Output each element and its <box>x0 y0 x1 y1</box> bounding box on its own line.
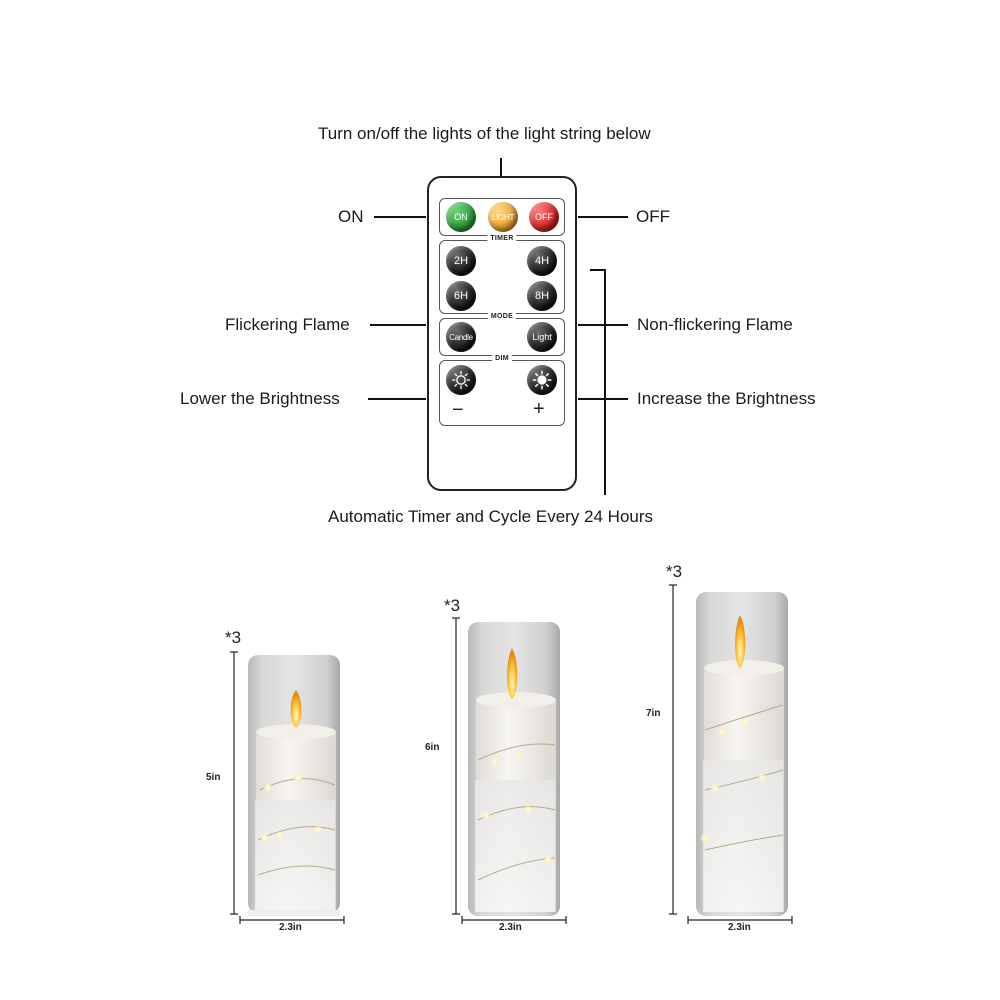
bottom-label: Automatic Timer and Cycle Every 24 Hours <box>328 507 654 526</box>
minus-sign: − <box>452 399 464 421</box>
sun-outline-icon <box>451 370 471 390</box>
candle-small-height: 5in <box>206 772 221 783</box>
timer-leader-h <box>590 269 605 271</box>
off-label: OFF <box>636 207 670 226</box>
plus-sign: + <box>533 398 545 420</box>
off-button[interactable]: OFF <box>529 202 559 232</box>
on-button[interactable]: ON <box>446 202 476 232</box>
sun-filled-icon <box>532 370 552 390</box>
dim-group: DIM − <box>439 355 565 426</box>
dim-down-button[interactable] <box>446 365 476 395</box>
light-mode-button[interactable]: Light <box>527 322 557 352</box>
nonflicker-leader-line <box>578 324 628 326</box>
candle-medium <box>468 622 560 916</box>
candle-large <box>696 592 788 916</box>
top-leader-line <box>500 158 502 178</box>
candle-medium-height: 6in <box>425 742 440 753</box>
candle-large-qty: *3 <box>666 562 683 581</box>
nonflicker-label: Non-flickering Flame <box>637 315 793 334</box>
timer-2h-button[interactable]: 2H <box>446 246 476 276</box>
flicker-label: Flickering Flame <box>225 315 350 334</box>
candle-mode-button[interactable]: Candle <box>446 322 476 352</box>
candle-small <box>248 655 340 916</box>
power-group: ON LIGHT OFF <box>439 198 565 236</box>
timer-4h-button[interactable]: 4H <box>527 246 557 276</box>
top-label: Turn on/off the lights of the light stri… <box>318 124 651 143</box>
increase-label: Increase the Brightness <box>637 389 816 408</box>
timer-title: TIMER <box>487 235 517 242</box>
flicker-leader-line <box>370 324 426 326</box>
dim-up-button[interactable] <box>527 365 557 395</box>
timer-leader-v <box>604 269 606 495</box>
lower-label: Lower the Brightness <box>180 389 340 408</box>
on-label: ON <box>338 207 364 226</box>
light-button[interactable]: LIGHT <box>488 202 518 232</box>
increase-leader-line <box>578 398 628 400</box>
timer-8h-button[interactable]: 8H <box>527 281 557 311</box>
dim-title: DIM <box>492 355 512 362</box>
timer-group: TIMER 2H 4H 6H 8H <box>439 235 565 314</box>
candle-small-width: 2.3in <box>279 922 302 933</box>
dimension-lines <box>230 584 793 924</box>
lower-leader-line <box>368 398 426 400</box>
mode-group: MODE Candle Light <box>439 313 565 356</box>
mode-title: MODE <box>487 313 517 320</box>
off-leader-line <box>578 216 628 218</box>
candle-small-qty: *3 <box>225 628 242 647</box>
candle-medium-qty: *3 <box>444 596 461 615</box>
on-leader-line <box>374 216 426 218</box>
timer-6h-button[interactable]: 6H <box>446 281 476 311</box>
candle-medium-width: 2.3in <box>499 922 522 933</box>
candle-large-width: 2.3in <box>728 922 751 933</box>
candle-large-height: 7in <box>646 708 661 719</box>
remote-control: ON LIGHT OFF TIMER 2H 4H 6H 8H MODE Cand… <box>427 176 577 491</box>
